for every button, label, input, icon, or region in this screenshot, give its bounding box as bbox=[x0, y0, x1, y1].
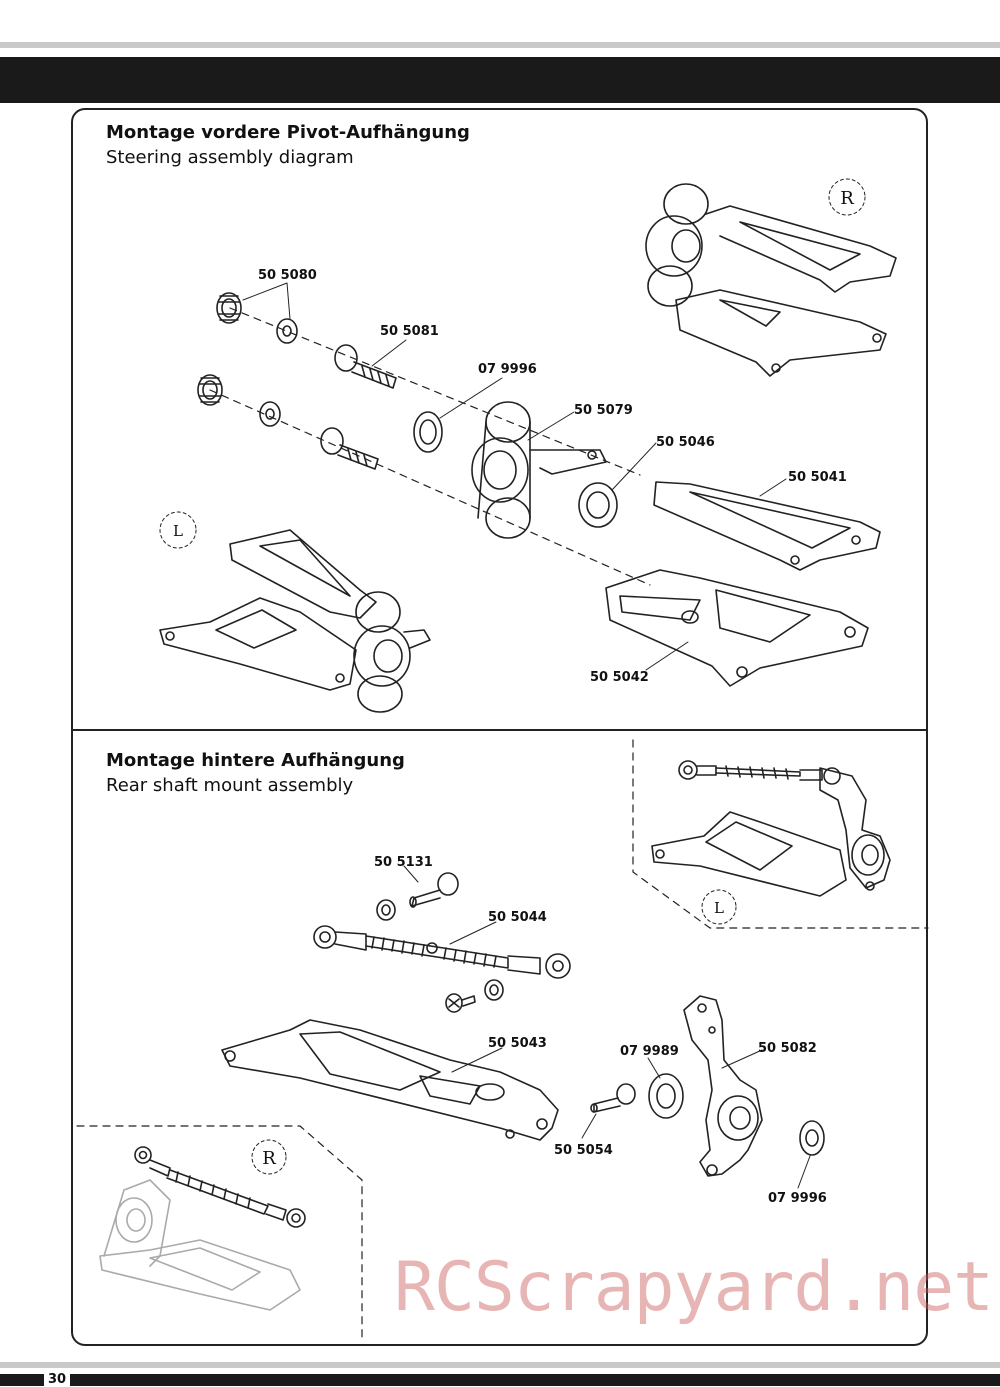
side-mark-label: L bbox=[714, 899, 724, 917]
part-label: 50 5079 bbox=[574, 403, 633, 418]
inset-rear-right bbox=[99, 1179, 301, 1311]
inset-rear-left bbox=[651, 760, 891, 897]
part-label: 50 5046 bbox=[656, 435, 715, 450]
side-mark-label: R bbox=[262, 1148, 276, 1169]
header-bar bbox=[0, 57, 1000, 103]
assembled-front-left bbox=[159, 529, 431, 713]
ball-stud-lower bbox=[320, 427, 379, 470]
spacer-bottom bbox=[484, 979, 504, 1001]
rear-arm bbox=[221, 1019, 559, 1141]
side-mark-l-front bbox=[159, 511, 197, 549]
section2-subtitle: Rear shaft mount assembly bbox=[106, 775, 354, 796]
top-rule bbox=[0, 42, 1000, 48]
section1-title: Montage vordere Pivot-Aufhängung bbox=[106, 122, 470, 143]
watermark: RCScrapyard.net bbox=[394, 1248, 994, 1327]
washer-lower bbox=[259, 401, 281, 427]
bearing-rear-large bbox=[648, 1073, 684, 1119]
section-divider bbox=[73, 729, 926, 731]
inset-rear-right-link bbox=[134, 1146, 306, 1228]
steering-knuckle bbox=[471, 401, 607, 539]
part-label: 50 5080 bbox=[258, 268, 317, 283]
part-label: 50 5082 bbox=[758, 1041, 817, 1056]
assembled-front-right bbox=[645, 183, 897, 377]
bearing-large bbox=[578, 482, 618, 528]
part-label: 50 5042 bbox=[590, 670, 649, 685]
part-label: 50 5044 bbox=[488, 910, 547, 925]
hinge-pin bbox=[590, 1083, 636, 1113]
ball-stud-upper bbox=[334, 344, 397, 389]
side-mark-label: L bbox=[173, 522, 183, 540]
side-mark-r-rear bbox=[251, 1139, 287, 1175]
side-mark-label: R bbox=[840, 188, 854, 209]
bearing-front bbox=[413, 411, 443, 453]
part-label: 07 9989 bbox=[620, 1044, 679, 1059]
spacer-top bbox=[376, 899, 396, 921]
washer-upper bbox=[276, 318, 298, 344]
part-label: 50 5041 bbox=[788, 470, 847, 485]
assembly-axis-lines bbox=[209, 307, 651, 586]
leader-lines-front bbox=[242, 282, 787, 671]
bottom-rule bbox=[0, 1362, 1000, 1368]
hub-carrier bbox=[683, 995, 763, 1177]
bearing-rear-small bbox=[799, 1120, 825, 1156]
part-label: 50 5054 bbox=[554, 1143, 613, 1158]
hinge-screw bbox=[409, 872, 459, 908]
adjuster-nut-upper bbox=[216, 292, 242, 324]
inset-borders bbox=[76, 739, 929, 1341]
part-label: 07 9996 bbox=[478, 362, 537, 377]
side-mark-r-front bbox=[828, 178, 866, 216]
small-screw bbox=[445, 993, 476, 1013]
section1-subtitle: Steering assembly diagram bbox=[106, 147, 354, 168]
part-label: 07 9996 bbox=[768, 1191, 827, 1206]
part-label: 50 5131 bbox=[374, 855, 433, 870]
content-frame: Montage vordere Pivot-Aufhängung Steerin… bbox=[71, 108, 928, 1346]
leader-lines-rear bbox=[403, 865, 811, 1189]
part-label: 50 5043 bbox=[488, 1036, 547, 1051]
upper-arm bbox=[653, 481, 881, 571]
adjuster-nut-lower bbox=[197, 374, 223, 406]
page-number: 30 bbox=[44, 1373, 71, 1386]
side-mark-l-rear bbox=[701, 889, 737, 925]
part-label: 50 5081 bbox=[380, 324, 439, 339]
lower-arm bbox=[605, 569, 869, 687]
section2-title: Montage hintere Aufhängung bbox=[106, 750, 405, 771]
turnbuckle-link bbox=[313, 925, 571, 979]
footer-bar bbox=[0, 1374, 1000, 1386]
